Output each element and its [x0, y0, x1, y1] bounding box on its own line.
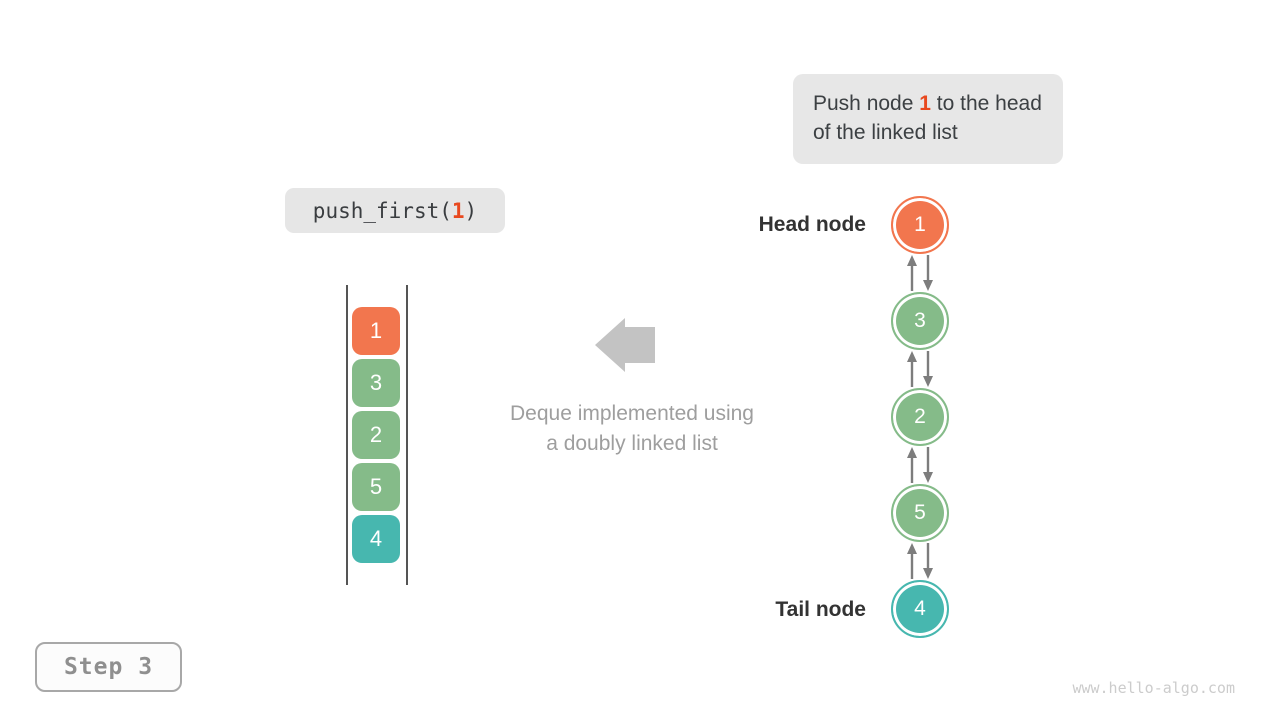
step-badge: Step 3 [35, 642, 182, 692]
stack-item-2: 2 [352, 411, 400, 459]
list-node-5: 5 [891, 484, 949, 542]
tail-node-label: Tail node [775, 598, 866, 621]
link-arrows-icon [900, 254, 940, 292]
stack-rails [346, 285, 408, 585]
stack-item-5: 5 [352, 463, 400, 511]
code-box: push_first(1) [285, 188, 505, 233]
list-node-3: 3 [891, 292, 949, 350]
callout-text-after: to the head of the linked list [813, 92, 1042, 144]
left-arrow-icon [595, 317, 655, 373]
list-node-4: 4 [891, 580, 949, 638]
link-arrows-icon [900, 542, 940, 580]
stack-item-3: 3 [352, 359, 400, 407]
stack-item-1: 1 [352, 307, 400, 355]
code-prefix: push_first( [312, 198, 452, 223]
code-arg: 1 [451, 198, 465, 223]
link-arrows-icon [900, 350, 940, 388]
linked-list-nodes: 1 3 2 5 4 [891, 196, 949, 638]
code-suffix: ) [464, 198, 478, 223]
link-arrows-icon [900, 446, 940, 484]
deque-caption-line2: a doubly linked list [546, 432, 718, 455]
deque-caption: Deque implemented using a doubly linked … [457, 399, 807, 459]
callout-text-before: Push node [813, 92, 920, 115]
watermark: www.hello-algo.com [1072, 679, 1235, 697]
list-node-1: 1 [891, 196, 949, 254]
head-node-label: Head node [758, 213, 866, 236]
deque-caption-line1: Deque implemented using [510, 402, 754, 425]
instruction-callout: Push node 1 to the head of the linked li… [793, 74, 1063, 164]
callout-highlight-value: 1 [919, 92, 931, 115]
stack-item-4: 4 [352, 515, 400, 563]
list-node-2: 2 [891, 388, 949, 446]
